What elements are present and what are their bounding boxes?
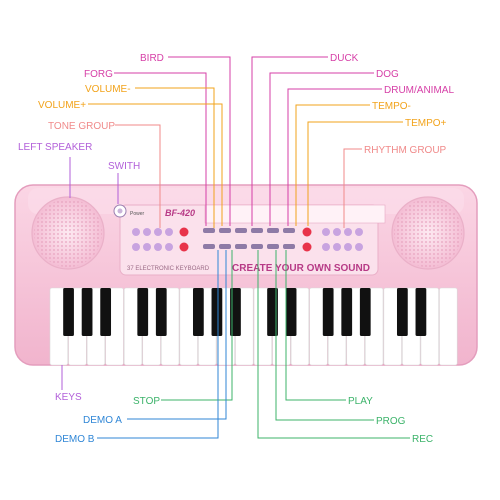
black-key[interactable] xyxy=(155,288,167,336)
leader-line-tone-group xyxy=(115,124,161,228)
label-demo-b: DEMO B xyxy=(55,434,95,445)
black-key[interactable] xyxy=(341,288,353,336)
label-tone-group: TONE GROUP xyxy=(48,121,115,132)
black-key[interactable] xyxy=(415,288,427,336)
label-left-speaker: LEFT SPEAKER xyxy=(18,142,92,153)
label-tempo-plus: TEMPO+ xyxy=(405,118,447,129)
leader-line-tempo-minus xyxy=(295,104,370,226)
black-key[interactable] xyxy=(285,288,297,336)
label-play: PLAY xyxy=(348,396,373,407)
black-key[interactable] xyxy=(359,288,371,336)
callout-leader-lines xyxy=(61,56,410,439)
leader-line-prog xyxy=(275,250,374,421)
label-dog: DOG xyxy=(376,69,399,80)
right-speaker-grille xyxy=(391,196,465,270)
label-swith: SWITH xyxy=(108,161,140,172)
leader-line-forg xyxy=(114,72,207,226)
white-key[interactable] xyxy=(439,287,458,366)
label-bird: BIRD xyxy=(140,53,164,64)
label-stop: STOP xyxy=(133,396,160,407)
black-key[interactable] xyxy=(100,288,112,336)
black-key[interactable] xyxy=(192,288,204,336)
tone-group-buttons[interactable] xyxy=(132,228,173,251)
label-keys: KEYS xyxy=(55,392,82,403)
leader-line-volume-plus xyxy=(88,103,223,226)
label-forg: FORG xyxy=(84,69,113,80)
black-key[interactable] xyxy=(230,288,241,336)
black-key[interactable] xyxy=(322,288,334,336)
label-prog: PROG xyxy=(376,416,406,427)
label-volume-plus: VOLUME+ xyxy=(38,100,86,111)
animal-red-buttons[interactable] xyxy=(179,227,189,252)
leader-line-demo-a xyxy=(127,250,227,420)
black-key[interactable] xyxy=(396,288,408,336)
label-rec: REC xyxy=(412,434,433,445)
black-key[interactable] xyxy=(81,288,93,336)
leader-line-volume-minus xyxy=(135,87,215,228)
power-label: Power xyxy=(130,211,145,217)
slogan-text: CREATE YOUR OWN SOUND xyxy=(232,263,370,274)
leader-line-rec xyxy=(257,250,410,439)
label-rhythm-group: RHYTHM GROUP xyxy=(364,145,447,156)
leader-line-bird xyxy=(168,56,231,226)
leader-line-stop xyxy=(161,250,233,401)
black-key[interactable] xyxy=(63,288,74,336)
keyboard-text: 37 ELECTRONIC KEYBOARD xyxy=(127,266,210,272)
label-tempo-minus: TEMPO- xyxy=(372,101,411,112)
label-demo-a: DEMO A xyxy=(83,415,122,426)
rhythm-group-buttons[interactable] xyxy=(322,228,363,251)
black-key[interactable] xyxy=(211,288,223,336)
callout-labels: BIRD DUCK FORG DOG VOLUME- DRUM/ANIMAL V… xyxy=(18,53,454,445)
leader-line-dog xyxy=(269,72,374,226)
model-label: BF-420 xyxy=(165,208,195,218)
leader-line-tempo-plus xyxy=(307,121,403,226)
leader-line-demo-b xyxy=(97,250,219,439)
function-buttons[interactable] xyxy=(203,228,295,249)
black-key[interactable] xyxy=(137,288,149,336)
leader-line-play xyxy=(285,250,346,401)
label-volume-minus: VOLUME- xyxy=(85,84,131,95)
label-drum-animal: DRUM/ANIMAL xyxy=(384,85,454,96)
leader-line-duck xyxy=(251,56,328,226)
leader-line-rhythm-group xyxy=(343,148,362,228)
power-switch[interactable]: Power xyxy=(113,204,145,218)
drum-red-buttons[interactable] xyxy=(302,227,312,252)
leader-line-drum-animal xyxy=(287,88,382,226)
label-duck: DUCK xyxy=(330,53,359,64)
left-speaker-grille xyxy=(31,196,105,270)
black-keys[interactable] xyxy=(63,288,427,336)
black-key[interactable] xyxy=(267,288,278,336)
